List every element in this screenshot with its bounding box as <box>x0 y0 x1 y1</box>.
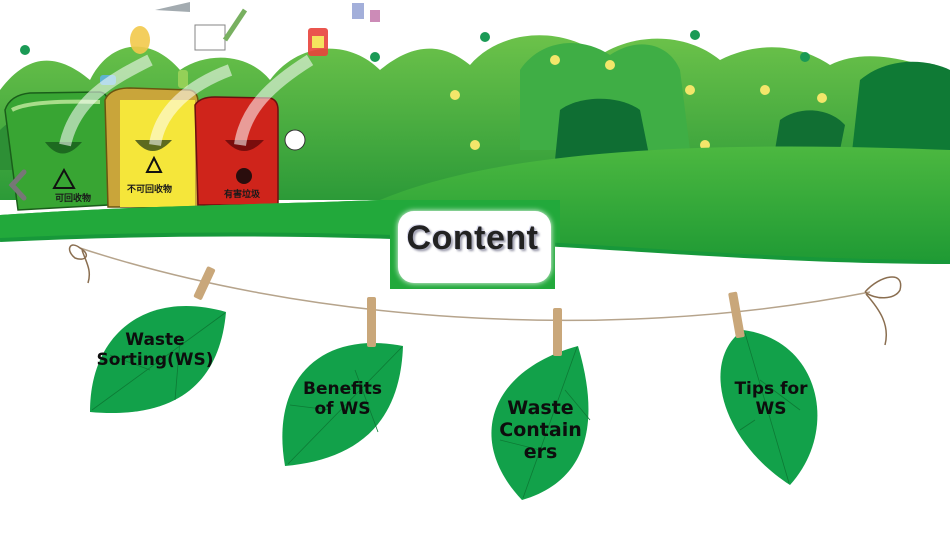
back-button[interactable] <box>4 168 34 202</box>
leaf-1[interactable] <box>90 266 226 414</box>
leaf-label-waste-sorting[interactable]: Waste Sorting(WS) <box>96 330 214 370</box>
leaf-label-containers[interactable]: Waste Contain ers <box>499 397 582 463</box>
chevron-left-icon <box>8 169 27 201</box>
leaf-3[interactable] <box>491 308 591 500</box>
leaf-4[interactable] <box>720 291 818 485</box>
title-cloud <box>398 211 551 283</box>
leaf-2[interactable] <box>282 297 403 466</box>
bin-label-recyclable: 可回收物 <box>55 194 92 204</box>
bin-label-hazardous: 有害垃圾 <box>224 190 261 200</box>
clothesline <box>68 244 902 346</box>
recycling-bins <box>4 54 314 211</box>
bin-label-non-recyclable: 不可回收物 <box>127 185 173 195</box>
leaf-label-benefits[interactable]: Benefits of WS <box>303 379 382 419</box>
leaf-label-tips[interactable]: Tips for WS <box>734 379 808 419</box>
page-title: Content <box>406 219 539 257</box>
title-banner: Content <box>390 203 555 289</box>
